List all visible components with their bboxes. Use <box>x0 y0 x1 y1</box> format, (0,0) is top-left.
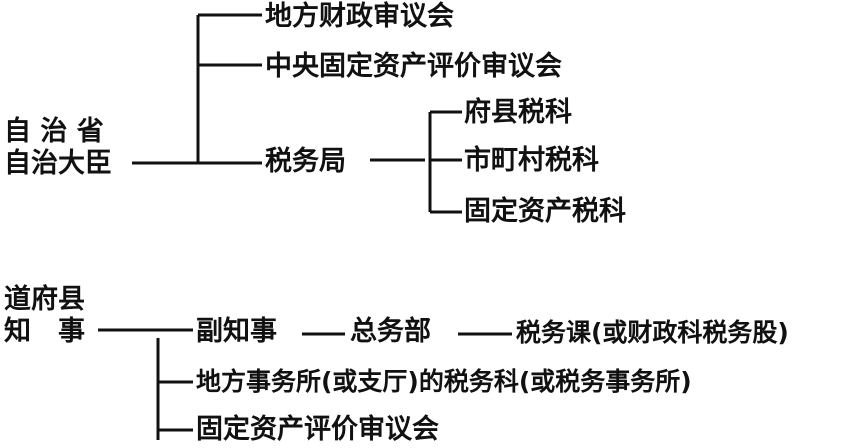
node-central-fixed-asset-council: 中央固定资产评价审议会 <box>265 51 562 82</box>
node-vice-governor: 副知事 <box>196 316 277 347</box>
ministry-label: 自 治 省 <box>4 116 104 147</box>
node-general-affairs-dept: 总务部 <box>350 316 431 347</box>
node-fixed-asset-valuation-council: 固定资产评价审议会 <box>196 414 439 445</box>
minister-label: 自治大臣 <box>4 148 112 179</box>
node-local-finance-council: 地方财政审议会 <box>265 1 454 32</box>
node-local-office-tax-section: 地方事务所(或支厅)的税务科(或税务事务所) <box>196 367 692 396</box>
prefecture-label: 道府县 <box>4 284 85 315</box>
node-tax-division: 税务课(或财政科税务股) <box>516 318 789 347</box>
node-prefecture-tax-section: 府县税科 <box>464 97 572 128</box>
node-tax-bureau: 税务局 <box>265 146 346 177</box>
node-fixed-asset-tax-section: 固定资产税科 <box>464 196 626 227</box>
governor-label: 知 事 <box>4 316 85 347</box>
node-municipal-tax-section: 市町村税科 <box>464 145 599 176</box>
